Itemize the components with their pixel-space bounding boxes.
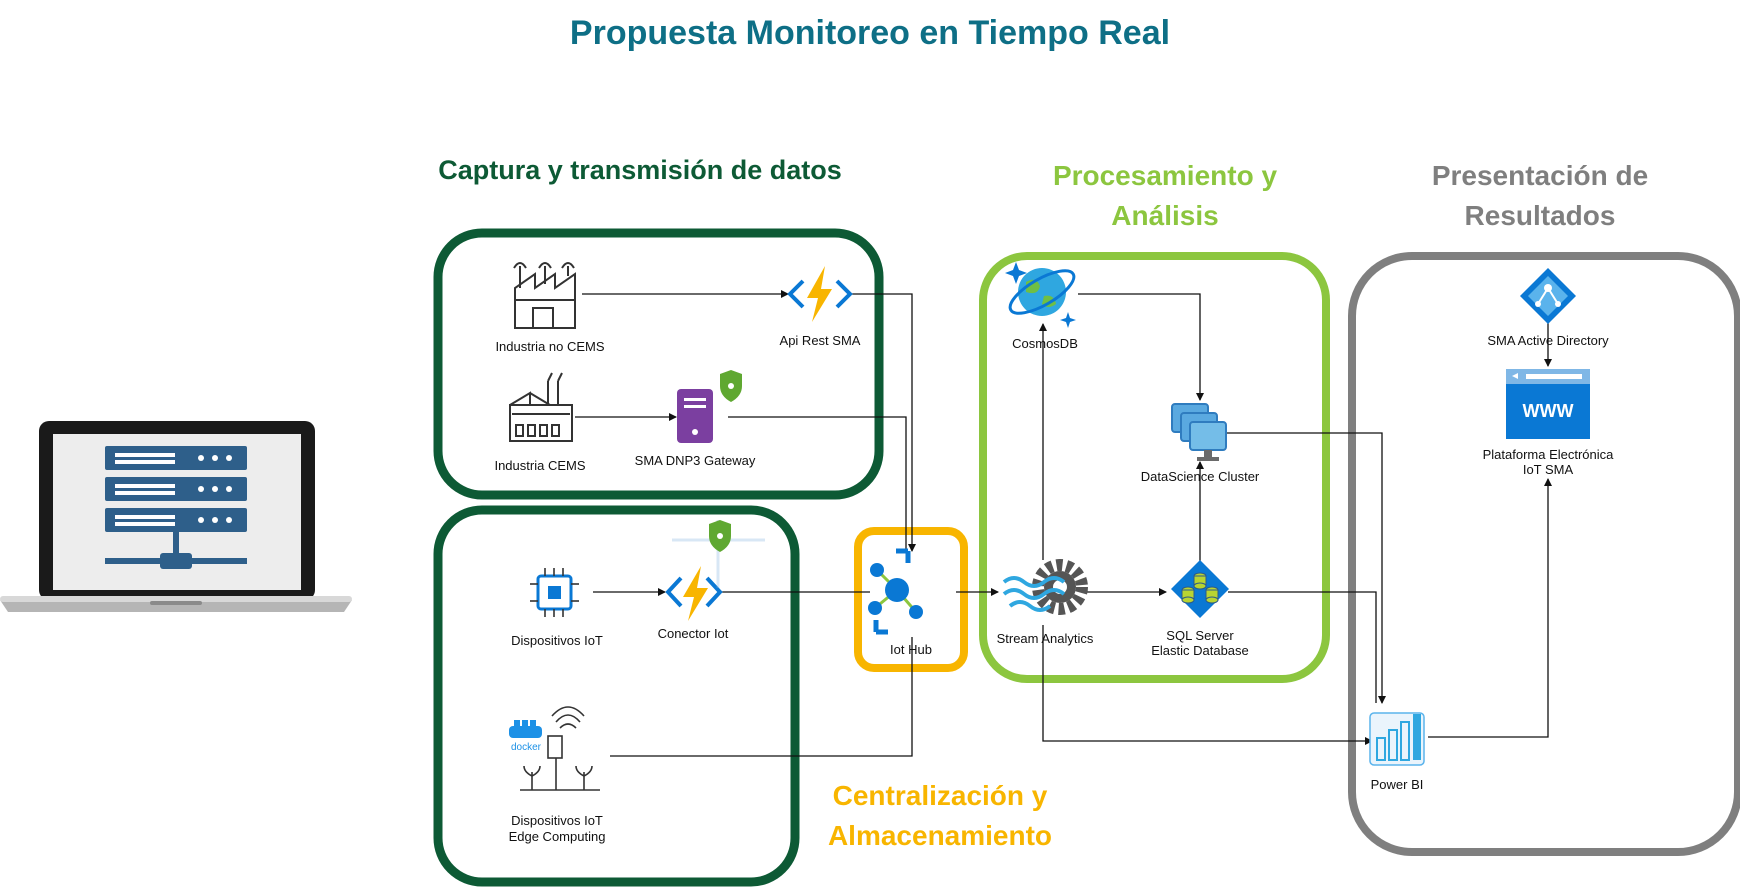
node-api-rest-label: Api Rest SMA — [779, 333, 861, 348]
node-plataforma-label-1: Plataforma Electrónica — [1482, 447, 1614, 462]
node-industria-no-cems-label: Industria no CEMS — [495, 339, 605, 354]
node-stream-analytics-label: Stream Analytics — [996, 631, 1094, 646]
group-captura-bottom — [433, 505, 800, 887]
laptop-server-icon — [0, 421, 352, 612]
edge-gateway-to-iothub — [728, 416, 907, 551]
edge-powerbi-to-plataforma — [1428, 478, 1552, 738]
factory-plants-icon — [513, 262, 576, 329]
edge-device-icon — [520, 706, 600, 791]
power-bi-icon — [1369, 712, 1425, 766]
sql-elastic-icon — [1171, 560, 1229, 618]
node-power-bi-label: Power BI — [1370, 777, 1424, 792]
edge-stream-to-powerbi — [1042, 625, 1373, 745]
factory-cems-icon — [509, 372, 573, 442]
www-label: WWW — [1522, 401, 1574, 421]
node-edge-label-2: Edge Computing — [508, 829, 606, 844]
edge-cosmos-to-datascience — [1078, 293, 1204, 401]
section-captura-title: Captura y transmisión de datos — [438, 155, 842, 185]
node-iot-hub-label: Iot Hub — [890, 642, 932, 657]
iot-hub-icon — [868, 548, 923, 635]
node-industria-cems-label: Industria CEMS — [494, 458, 586, 473]
api-rest-function-icon — [787, 266, 853, 322]
gateway-server-icon — [677, 389, 713, 443]
group-procesamiento — [979, 252, 1330, 683]
section-presentacion-title: Presentación de Resultados — [1431, 160, 1649, 231]
gateway-shield-icon — [720, 370, 742, 402]
edge-edge-to-iothub — [610, 637, 913, 757]
conector-function-icon — [665, 566, 723, 621]
edge-sql-to-powerbi — [1228, 591, 1377, 703]
cosmosdb-icon — [1005, 262, 1076, 328]
datascience-cluster-icon — [1171, 403, 1227, 461]
conector-shield-icon — [709, 520, 731, 552]
edge-datascience-to-powerbi — [1226, 432, 1386, 704]
section-centralizacion-title: Centralización y Almacenamiento — [827, 780, 1053, 851]
edge-api-to-iothub — [852, 293, 916, 552]
section-procesamiento-title: Procesamiento y Análisis — [1052, 160, 1278, 231]
active-directory-icon — [1520, 268, 1576, 324]
group-centralizacion — [854, 527, 968, 672]
node-edge-label-1: Dispositivos IoT — [511, 813, 603, 828]
docker-icon — [509, 720, 542, 738]
web-platform-icon — [1506, 369, 1590, 439]
node-plataforma-label-2: IoT SMA — [1522, 462, 1574, 477]
node-sql-label-1: SQL Server — [1166, 628, 1234, 643]
node-dnp3-gateway-label: SMA DNP3 Gateway — [634, 453, 756, 468]
node-sql-label-2: Elastic Database — [1151, 643, 1249, 658]
node-cosmosdb-label: CosmosDB — [1012, 336, 1078, 351]
group-captura-top — [433, 228, 884, 500]
node-conector-iot-label: Conector Iot — [657, 626, 729, 641]
page-title: Propuesta Monitoreo en Tiempo Real — [569, 14, 1171, 52]
iot-chip-icon — [530, 568, 579, 617]
stream-analytics-icon — [1002, 559, 1088, 615]
docker-label: docker — [510, 742, 541, 753]
group-presentacion — [1348, 252, 1740, 856]
node-active-directory-label: SMA Active Directory — [1487, 333, 1609, 348]
node-datascience-label: DataScience Cluster — [1140, 469, 1260, 484]
node-dispositivos-iot-label: Dispositivos IoT — [511, 633, 603, 648]
